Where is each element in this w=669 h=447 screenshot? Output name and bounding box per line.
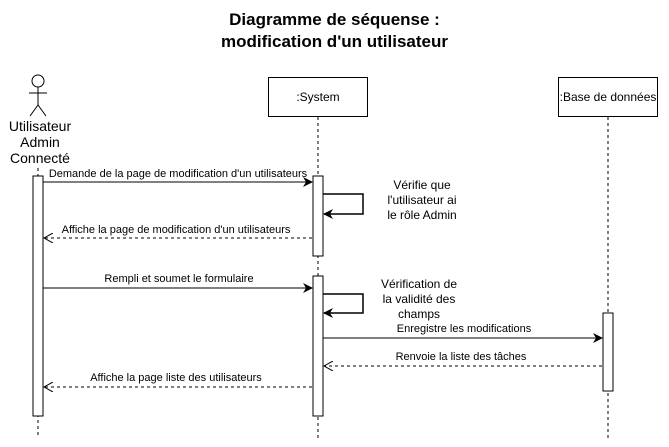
system-participant-label: :System bbox=[296, 90, 340, 104]
self-call-2-line-1: Vérification de bbox=[380, 277, 458, 291]
actor-label-line-2: Admin bbox=[20, 134, 60, 150]
self-call-1-line-2: l'utilisateur ai bbox=[387, 193, 457, 207]
system-participant-box: :System bbox=[268, 77, 368, 117]
system-activation-bar-2 bbox=[312, 275, 324, 417]
self-call-2-arrow bbox=[323, 293, 364, 318]
self-call-1-note: Vérifie que l'utilisateur ai le rôle Adm… bbox=[372, 178, 472, 223]
diagram-title-line-1: Diagramme de séquense : bbox=[229, 10, 440, 29]
message-3-label: Rempli et soumet le formulaire bbox=[104, 273, 253, 285]
actor-activation-bar bbox=[32, 175, 44, 417]
database-participant-box: :Base de données bbox=[558, 77, 658, 117]
database-participant-label: :Base de données bbox=[559, 90, 657, 104]
actor-label-line-3: Connecté bbox=[10, 150, 70, 166]
self-call-2-line-2: la validité des bbox=[382, 292, 456, 306]
actor-label-line-1: Utilisateur bbox=[8, 118, 72, 134]
self-call-2-note: Vérification de la validité des champs bbox=[367, 277, 471, 322]
diagram-title-line-2: modification d'un utilisateur bbox=[221, 32, 448, 51]
self-call-1-arrow bbox=[323, 193, 364, 219]
message-6-label: Affiche la page liste des utilisateurs bbox=[90, 372, 262, 384]
system-activation-bar-1 bbox=[312, 175, 324, 257]
actor-stick-figure-icon bbox=[29, 74, 47, 117]
self-call-1-line-3: le rôle Admin bbox=[387, 208, 457, 222]
self-call-2-line-3: champs bbox=[397, 307, 441, 321]
message-5-label: Renvoie la liste des tâches bbox=[396, 351, 527, 363]
self-call-1-line-1: Vérifie que bbox=[393, 178, 451, 192]
database-activation-bar bbox=[602, 312, 614, 392]
message-1-label: Demande de la page de modification d'un … bbox=[49, 168, 308, 180]
message-2-label: Affiche la page de modification d'un uti… bbox=[62, 224, 291, 236]
message-4-label: Enregistre les modifications bbox=[397, 323, 532, 335]
